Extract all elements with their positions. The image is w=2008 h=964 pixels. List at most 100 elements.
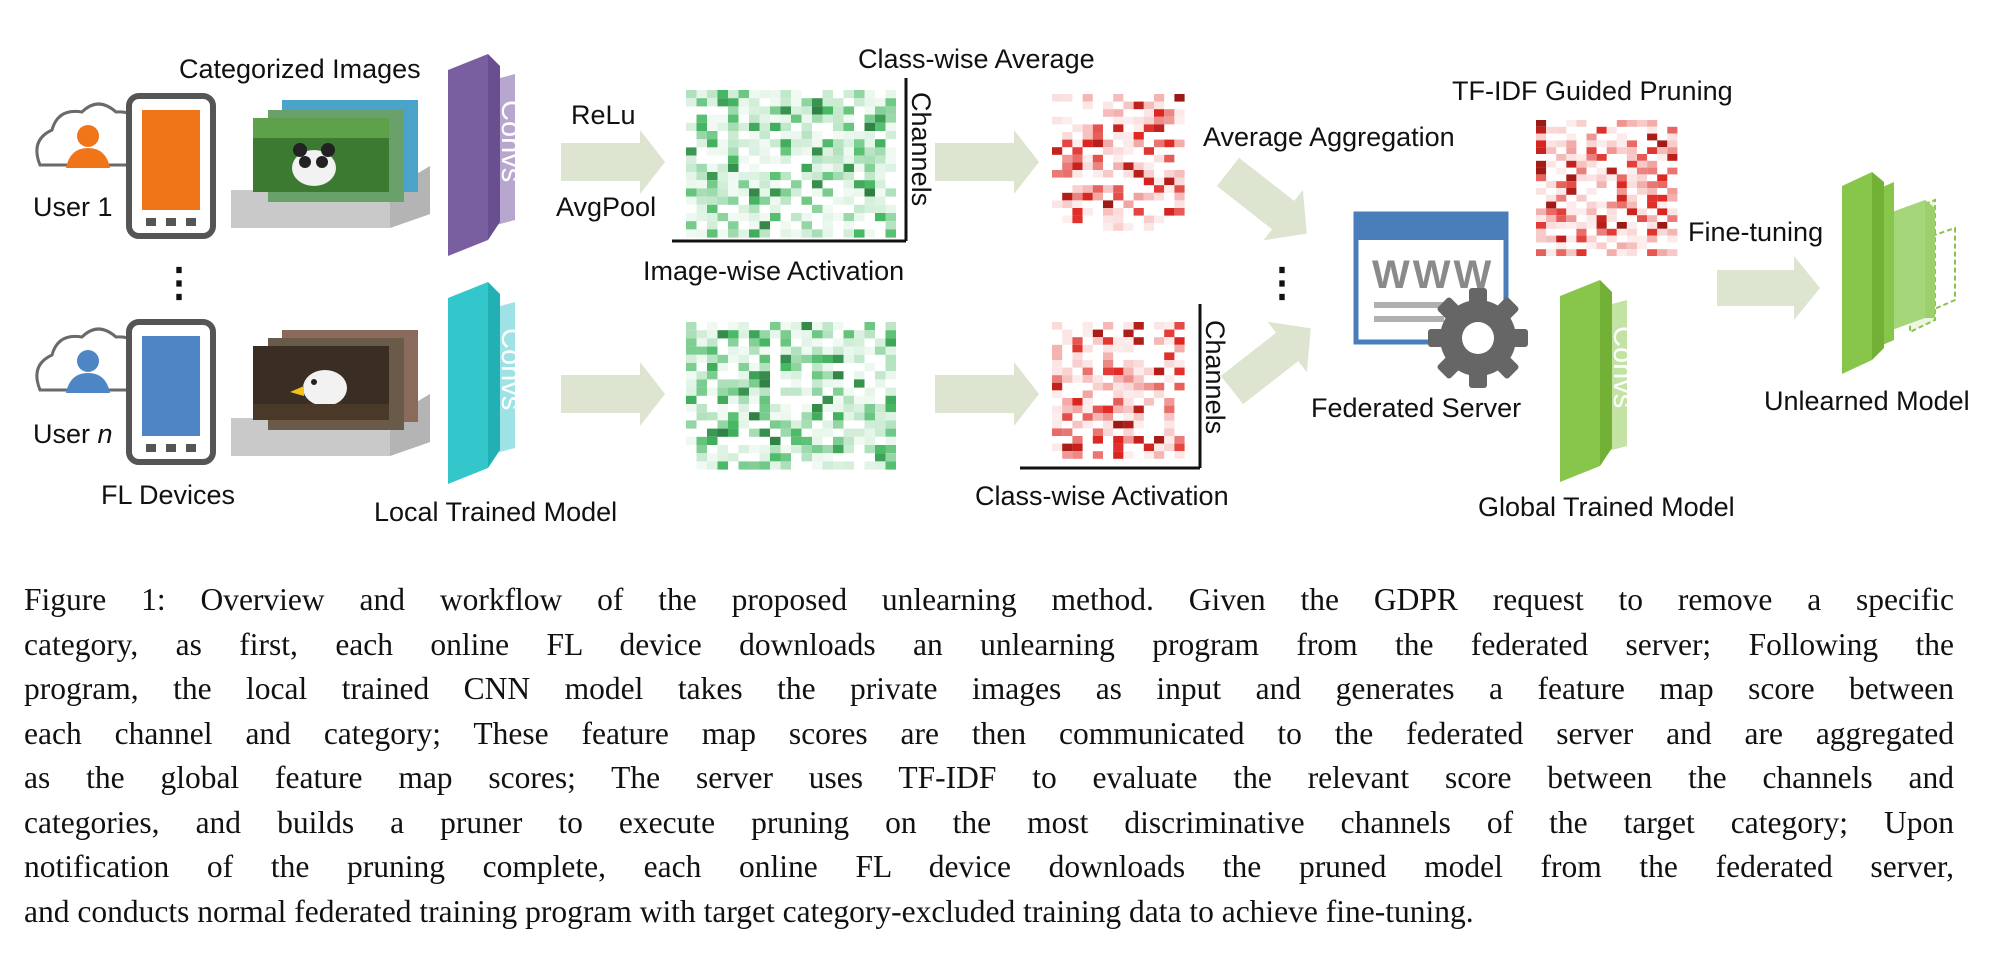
heatmap-cell — [780, 363, 791, 372]
heatmap-cell — [1164, 436, 1175, 444]
heatmap-cell — [791, 354, 802, 363]
heatmap-cell — [770, 188, 781, 197]
heatmap-cell — [1072, 337, 1083, 345]
user-n-label: User n — [33, 419, 113, 449]
heatmap-cell — [770, 196, 781, 205]
heatmap-cell — [1133, 162, 1144, 170]
heatmap-cell — [801, 163, 812, 172]
heatmap-cell — [686, 436, 697, 445]
heatmap-cell — [1092, 162, 1103, 170]
heatmap-cell — [717, 188, 728, 197]
heatmap-cell — [780, 428, 791, 437]
heatmap-cell — [1113, 367, 1124, 376]
heatmap-cell — [1113, 116, 1124, 125]
heatmap-cell — [780, 196, 791, 205]
heatmap-cell — [1052, 390, 1063, 398]
heatmap-cell — [843, 196, 854, 205]
heatmap-cell — [864, 428, 875, 437]
heatmap-cell — [1082, 185, 1093, 193]
heatmap-cell — [812, 330, 823, 339]
heatmap-cell — [801, 106, 812, 115]
heatmap-cell — [1072, 154, 1083, 163]
heatmap-cell — [791, 180, 802, 189]
heatmap-cell — [1082, 162, 1093, 170]
heatmap-cell — [1103, 322, 1114, 330]
heatmap-cell — [1082, 322, 1093, 330]
heatmap-cell — [875, 420, 886, 429]
heatmap-cell — [1576, 249, 1587, 256]
heatmap-cell — [728, 90, 739, 99]
heatmap-cell — [1596, 174, 1607, 182]
caption-line: notification of the pruning complete, ea… — [24, 849, 1954, 884]
heatmap-cell — [770, 436, 781, 445]
heatmap-cell — [1062, 428, 1073, 436]
heatmap-cell — [759, 229, 770, 238]
heatmap-cell — [749, 204, 760, 213]
user-n-phone-icon — [126, 319, 216, 465]
heatmap-cell — [812, 387, 823, 396]
heatmap-cell — [885, 330, 896, 339]
heatmap-cell — [686, 90, 697, 99]
heatmap-cell — [1566, 201, 1577, 209]
heatmap-cell — [738, 445, 749, 454]
heatmap-cell — [749, 139, 760, 148]
heatmap-cell — [1657, 181, 1668, 188]
heatmap-cell — [1154, 451, 1165, 459]
heatmap-cell — [759, 188, 770, 197]
heatmap-cell — [696, 180, 707, 189]
heatmap-cell — [854, 330, 865, 339]
heatmap-cell — [749, 172, 760, 181]
heatmap-cell — [833, 163, 844, 172]
heatmap-cell — [801, 420, 812, 429]
heatmap-cell — [1133, 390, 1144, 398]
heatmap-cell — [864, 330, 875, 339]
heatmap-cell — [1052, 420, 1063, 429]
heatmap-cell — [1164, 420, 1175, 429]
heatmap-cell — [1103, 405, 1114, 414]
heatmap-cell — [759, 412, 770, 421]
heatmap-cell — [1576, 154, 1587, 161]
heatmap-cell — [1174, 436, 1185, 444]
heatmap-cell — [696, 139, 707, 148]
heatmap-cell — [770, 412, 781, 421]
heatmap-cell — [1072, 162, 1083, 170]
class-wise-activation-heatmap-1 — [1052, 94, 1185, 231]
heatmap-cell — [822, 445, 833, 454]
heatmap-cell — [1566, 160, 1577, 168]
heatmap-cell — [1133, 375, 1144, 383]
heatmap-cell — [738, 354, 749, 363]
heatmap-cell — [885, 453, 896, 462]
heatmap-cell — [875, 461, 886, 470]
heatmap-cell — [1082, 420, 1093, 429]
heatmap-cell — [843, 163, 854, 172]
heatmap-cell — [801, 172, 812, 181]
heatmap-cell — [1164, 375, 1175, 383]
global-trained-model-label: Global Trained Model — [1478, 492, 1735, 522]
heatmap-cell — [686, 147, 697, 156]
heatmap-cell — [1606, 228, 1617, 236]
heatmap-cell — [1072, 124, 1083, 132]
heatmap-cell — [759, 363, 770, 372]
heatmap-cell — [780, 172, 791, 181]
heatmap-cell — [1647, 228, 1658, 236]
heatmap-cell — [812, 412, 823, 421]
heatmap-cell — [707, 180, 718, 189]
heatmap-cell — [717, 379, 728, 388]
arrow-class-avg-2 — [935, 362, 1039, 426]
heatmap-cell — [759, 172, 770, 181]
heatmap-cell — [885, 346, 896, 355]
heatmap-cell — [686, 379, 697, 388]
heatmap-cell — [791, 420, 802, 429]
heatmap-cell — [696, 387, 707, 396]
heatmap-cell — [791, 229, 802, 238]
heatmap-cell — [1062, 94, 1073, 102]
heatmap-cell — [885, 98, 896, 107]
heatmap-cell — [1143, 451, 1154, 459]
heatmap-cell — [1616, 201, 1627, 209]
heatmap-cell — [770, 204, 781, 213]
heatmap-cell — [1606, 235, 1617, 243]
heatmap-cell — [833, 98, 844, 107]
heatmap-cell — [864, 139, 875, 148]
heatmap-cell — [1536, 167, 1547, 175]
heatmap-cell — [717, 196, 728, 205]
